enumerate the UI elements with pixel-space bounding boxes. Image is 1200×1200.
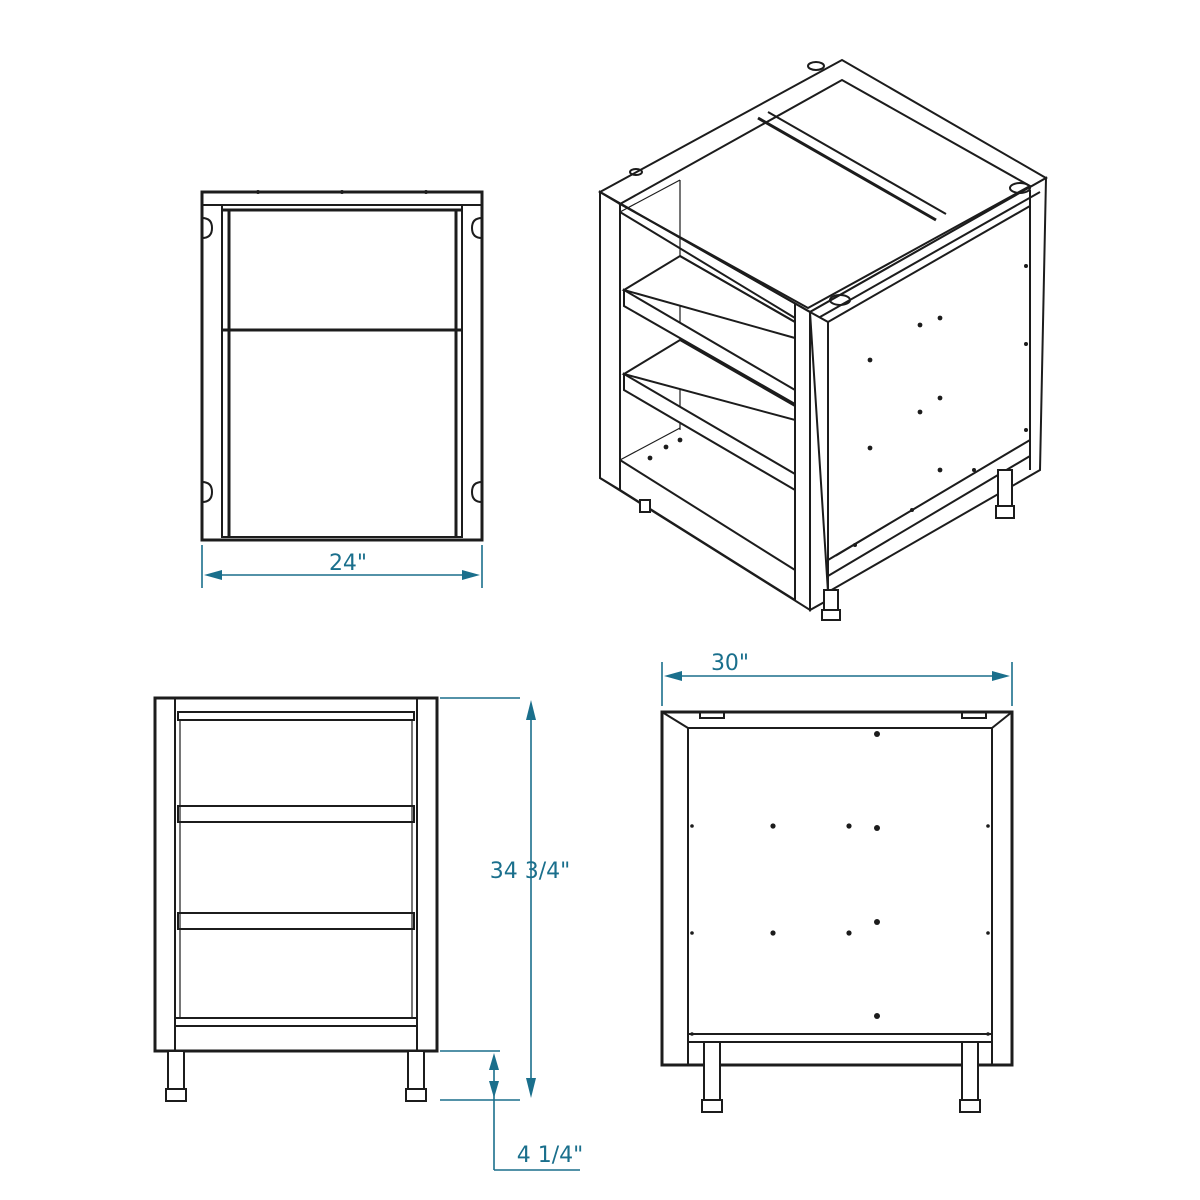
slot-mark bbox=[201, 217, 214, 239]
slot-mark bbox=[470, 217, 483, 239]
slot-mark bbox=[201, 481, 214, 503]
top-view-outline bbox=[200, 190, 484, 542]
depth-dimension: 30" bbox=[661, 651, 1013, 706]
width-label: 24" bbox=[329, 551, 367, 576]
front-view-outline bbox=[153, 696, 439, 1053]
top-view-inner-frame bbox=[221, 204, 463, 538]
front-shelf-bottom bbox=[177, 912, 415, 930]
iso-right-face bbox=[808, 176, 1048, 594]
height-label: 34 3/4" bbox=[490, 859, 571, 884]
top-view bbox=[200, 190, 484, 542]
depth-label: 30" bbox=[711, 651, 749, 676]
front-leg-right bbox=[407, 1050, 425, 1090]
leg-height-label: 4 1/4" bbox=[517, 1143, 584, 1168]
iso-legs bbox=[639, 469, 1015, 621]
front-shelf-top bbox=[177, 711, 415, 721]
isometric-view bbox=[597, 58, 1049, 621]
side-leg-right bbox=[961, 1041, 979, 1101]
width-dimension: 24" bbox=[201, 545, 483, 588]
slot-mark bbox=[470, 481, 483, 503]
leg-height-dimension: 4 1/4" bbox=[440, 1050, 584, 1171]
iso-shelf-lower bbox=[621, 338, 796, 492]
iso-top-seam bbox=[757, 116, 937, 222]
front-view bbox=[153, 696, 439, 1102]
iso-shelf-upper bbox=[621, 254, 796, 406]
side-view-outline bbox=[660, 710, 1014, 1067]
front-shelf-middle bbox=[177, 805, 415, 823]
height-dimension: 34 3/4" bbox=[440, 697, 571, 1101]
side-view bbox=[660, 710, 1014, 1113]
side-leg-left bbox=[703, 1041, 721, 1101]
front-leg-left bbox=[167, 1050, 185, 1090]
